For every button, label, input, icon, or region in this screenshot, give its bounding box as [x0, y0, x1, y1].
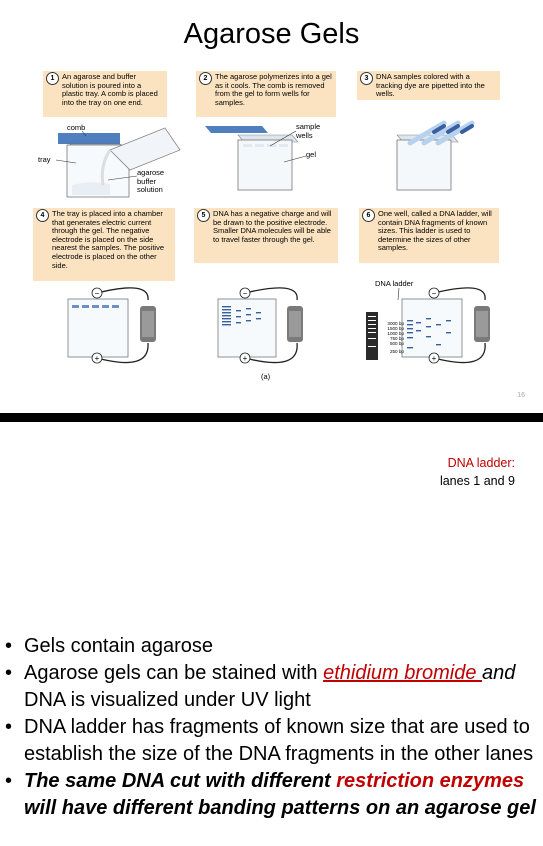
dna-bands	[407, 318, 451, 349]
ladder-label: DNA ladder	[375, 279, 414, 288]
bullet-icon: •	[5, 635, 13, 657]
dna-bands	[222, 306, 261, 326]
panel-5-illustration: − +	[217, 287, 303, 364]
step-number: 2	[199, 72, 212, 85]
bullet-text: Gels contain agarose	[24, 635, 214, 657]
bullet-icon: •	[5, 662, 13, 684]
minus-sign: −	[95, 289, 100, 298]
bullet-text: The same DNA cut with different	[24, 770, 337, 792]
bullet-item: • Gels contain agarose	[5, 633, 539, 660]
gel-icon	[237, 139, 293, 191]
panel-1-illustration	[55, 127, 181, 198]
step-1: 1 An agarose and buffer solution is pour…	[43, 71, 167, 117]
panel-2-illustration	[205, 126, 307, 191]
size-label: 1000 bp	[387, 331, 404, 336]
negative-electrode-icon	[239, 287, 251, 299]
bullet-icon: •	[5, 716, 13, 738]
step-3: 3 DNA samples colored with a tracking dy…	[357, 71, 500, 100]
comb-icon	[58, 133, 120, 144]
panel-4-illustration: − +	[67, 287, 156, 364]
gel-icon	[396, 139, 452, 191]
step-text: One well, called a DNA ladder, will cont…	[378, 209, 492, 253]
comb-icon	[205, 126, 268, 133]
step-text: DNA samples colored with a tracking dye …	[376, 72, 485, 99]
bullet-list: • Gels contain agarose • Agarose gels can …	[5, 633, 539, 822]
step-text: DNA has a negative charge and will be dr…	[213, 209, 332, 244]
plus-sign: +	[243, 354, 248, 363]
step-text: An agarose and buffer solution is poured…	[62, 72, 158, 107]
bullet-item: • The same DNA cut with different restric…	[5, 768, 539, 822]
tray-label: tray	[38, 155, 51, 164]
bullet-text: will have different banding patterns on …	[24, 797, 536, 819]
bullet-text: Agarose gels can be stained with	[24, 662, 324, 684]
gel-icon	[217, 298, 277, 358]
step-text: The tray is placed into a chamber that g…	[52, 209, 165, 270]
ladder-note-title: DNA ladder:	[447, 456, 515, 470]
figure-caption: (a)	[261, 372, 271, 381]
ladder-strip	[366, 312, 378, 360]
minus-sign: −	[432, 289, 437, 298]
positive-electrode-icon	[239, 352, 251, 364]
size-label: 3000 bp	[387, 321, 404, 326]
negative-electrode-icon	[91, 287, 103, 299]
step-5: 5 DNA has a negative charge and will be …	[194, 208, 338, 263]
comb-label: comb	[67, 123, 86, 132]
bullet-text: DNA is visualized under UV light	[24, 689, 311, 711]
slide-title: Agarose Gels	[183, 18, 360, 50]
step-number: 1	[46, 72, 59, 85]
step-6: 6 One well, called a DNA ladder, will co…	[359, 208, 499, 263]
wells-label: sample wells	[296, 122, 321, 140]
bullet-item: • Agarose gels can be stained with ethidi…	[5, 660, 539, 714]
ladder-note-lanes: lanes 1 and 9	[439, 474, 515, 488]
buffer-label: agarose buffer solution	[137, 168, 165, 194]
bullet-text: DNA ladder has fragments of known size t…	[24, 716, 534, 765]
gel-icon	[67, 298, 129, 358]
pipette-icon	[407, 120, 475, 146]
positive-electrode-icon	[91, 352, 103, 364]
bullet-item: • DNA ladder has fragments of known size …	[5, 714, 539, 768]
plus-sign: +	[432, 354, 437, 363]
bullet-text: and	[482, 662, 516, 684]
slide: Agarose Gels 1 An agarose and buffer sol…	[0, 0, 543, 413]
gel-label: gel	[306, 150, 317, 159]
size-label: 750 bp	[390, 336, 404, 341]
size-label: 1500 bp	[387, 326, 404, 331]
slide-divider	[0, 413, 543, 422]
bullet-icon: •	[5, 770, 13, 792]
flask-icon	[109, 127, 181, 171]
negative-electrode-icon	[428, 287, 440, 299]
gel-illustrations: − + − +	[55, 120, 490, 364]
page-number: 16	[517, 392, 525, 399]
step-text: The agarose polymerizes into a gel as it…	[215, 72, 332, 107]
step-number: 3	[360, 72, 373, 85]
step-number: 4	[36, 209, 49, 222]
minus-sign: −	[243, 289, 248, 298]
size-label: 250 bp	[390, 349, 404, 354]
step-number: 5	[197, 209, 210, 222]
step-4: 4 The tray is placed into a chamber that…	[33, 208, 175, 281]
plus-sign: +	[95, 354, 100, 363]
step-2: 2 The agarose polymerizes into a gel as …	[196, 71, 336, 117]
panel-6-illustration: − + 3000 bp 1500 bp 1000 bp 750 bp 500 b…	[366, 287, 490, 364]
step-number: 6	[362, 209, 375, 222]
restriction-enzymes-term: restriction enzymes	[336, 770, 525, 792]
ladder-size-labels: 3000 bp 1500 bp 1000 bp 750 bp 500 bp 25…	[387, 321, 404, 354]
positive-electrode-icon	[428, 352, 440, 364]
size-label: 500 bp	[390, 341, 404, 346]
ethidium-bromide-term: ethidium bromide	[323, 662, 483, 684]
panel-3-illustration	[396, 120, 475, 191]
